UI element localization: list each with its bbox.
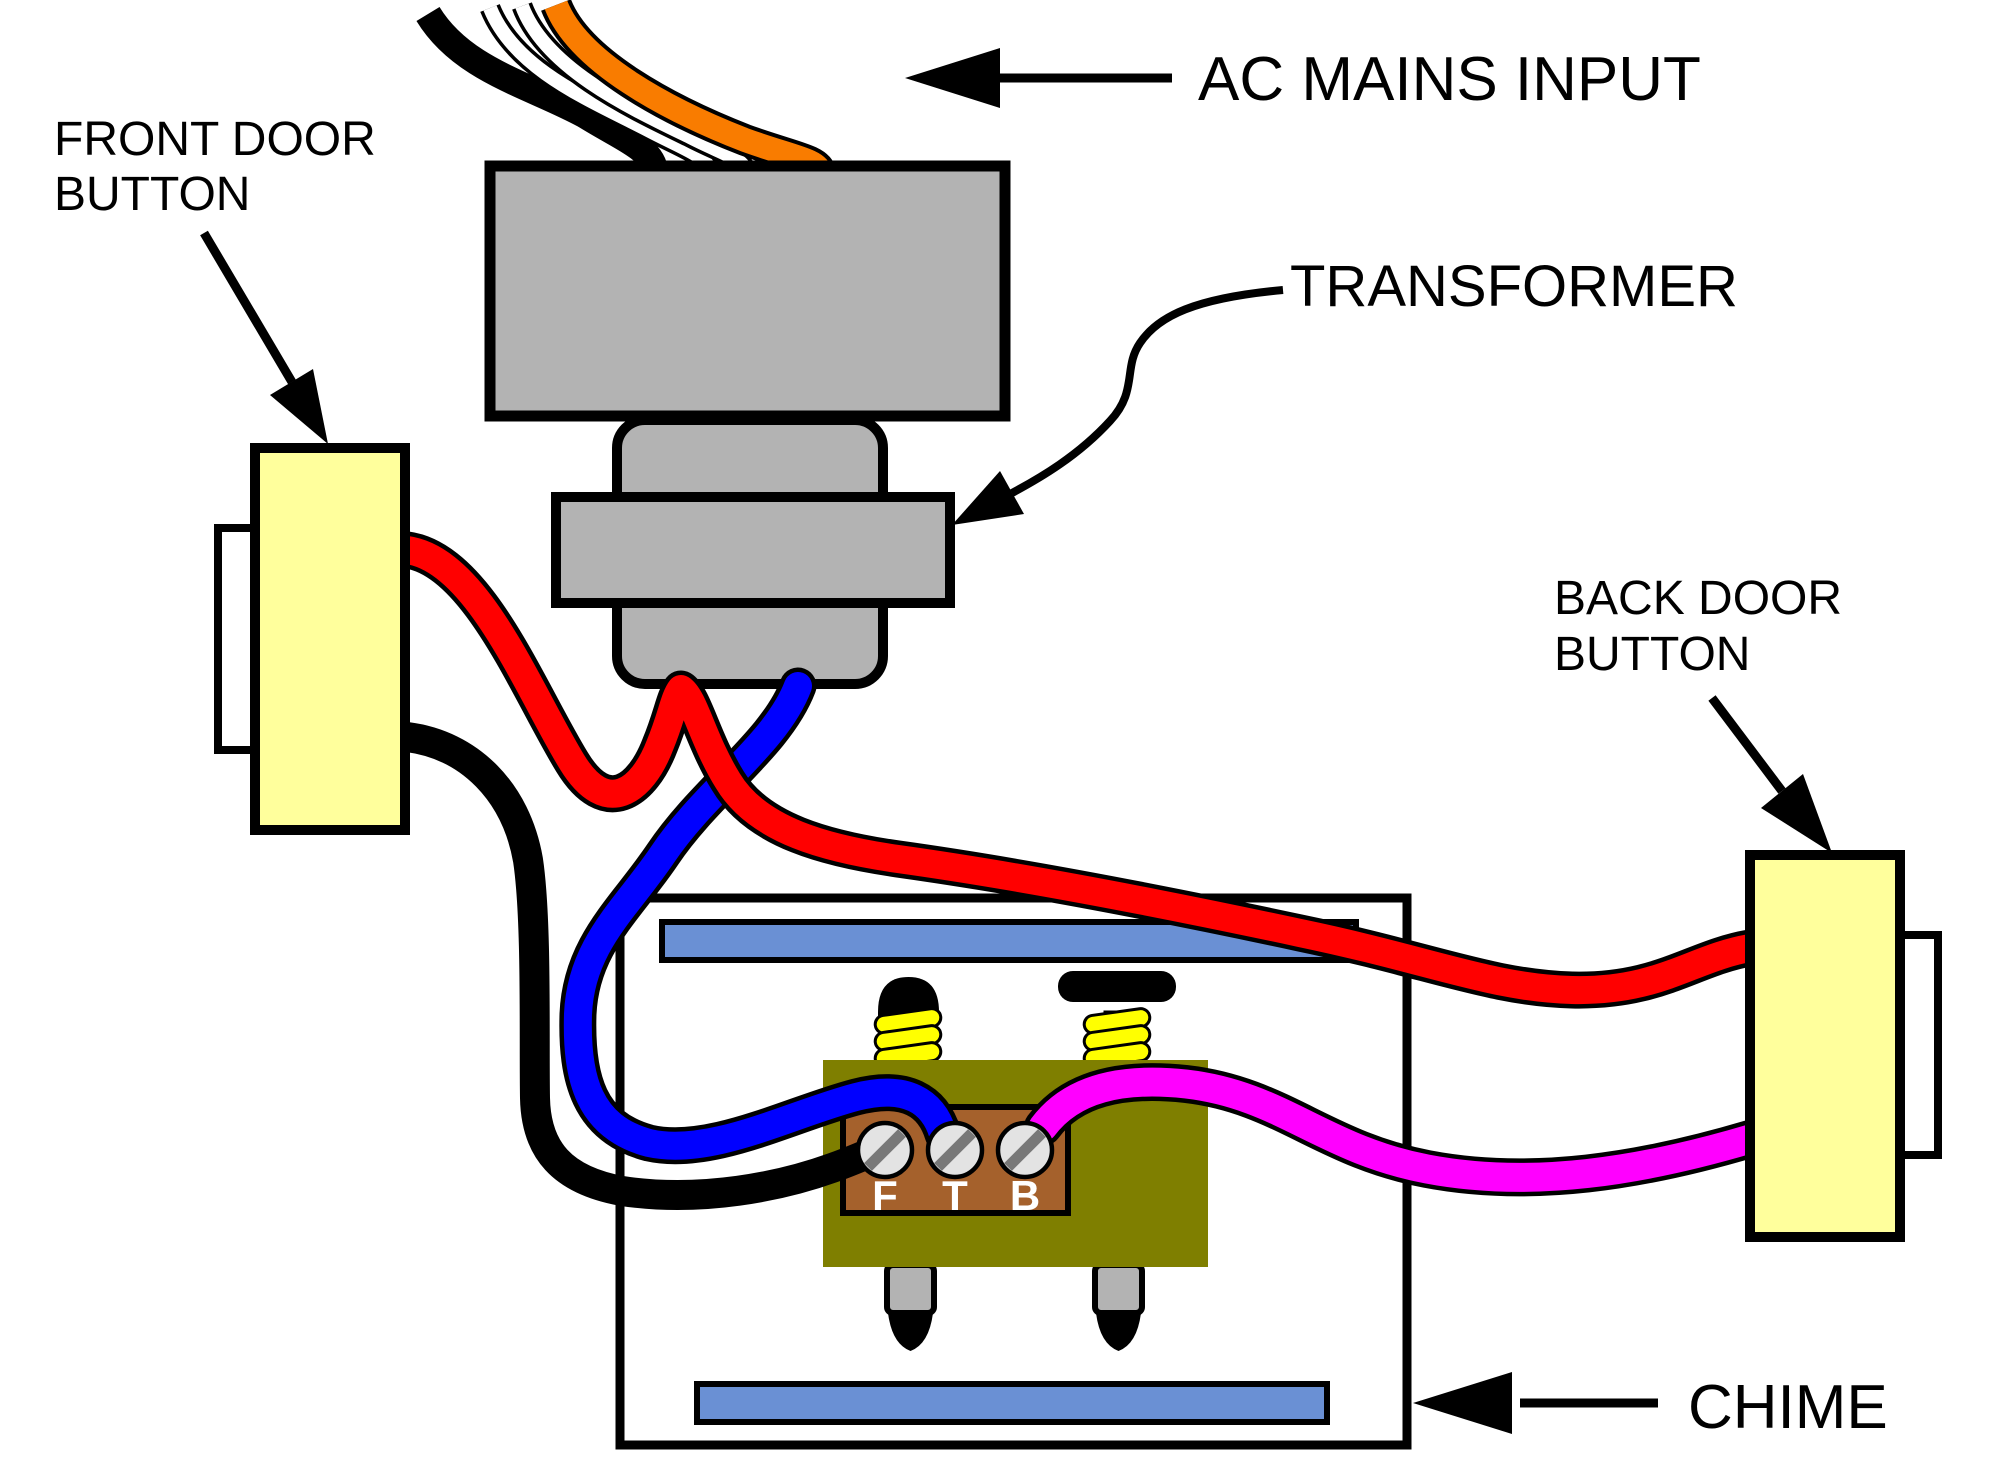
terminal-letter-B: B xyxy=(1010,1172,1040,1219)
ac-mains-label: AC MAINS INPUT xyxy=(1198,45,1701,114)
screw-F-slot xyxy=(864,1129,906,1171)
wire-black-frontbutton-to-chime xyxy=(392,722,894,1210)
back-door-label-line1: BACK DOOR xyxy=(1554,572,1842,625)
chime-arrowhead xyxy=(1413,1372,1512,1434)
mains-wire-white-2 xyxy=(515,3,753,175)
mains-wire-black xyxy=(416,6,669,176)
back-door-arrow-shaft xyxy=(1708,695,1786,794)
back-door-button-body xyxy=(1745,850,1905,1242)
callout-arrows xyxy=(200,48,1832,1434)
labels: AC MAINS INPUT TRANSFORMER FRONT DOOR BU… xyxy=(54,45,1888,1442)
back-door-arrowhead xyxy=(1761,774,1832,853)
wire-red-common xyxy=(393,536,1764,1005)
screw-T-slot xyxy=(934,1129,976,1171)
chime-spring-left xyxy=(873,1007,943,1069)
wire-blue-transformer-to-chime xyxy=(563,672,957,1160)
transformer-core-horizontal xyxy=(551,492,955,608)
screw-B-slot xyxy=(1004,1129,1046,1171)
chime-plunger-tip-left xyxy=(878,977,939,1016)
terminal-screws: F T B xyxy=(855,1120,1055,1219)
front-door-arrow-shaft xyxy=(200,230,296,385)
back-door-label-line2: BUTTON xyxy=(1554,628,1750,681)
transformer-label: TRANSFORMER xyxy=(1290,254,1738,319)
chime-label: CHIME xyxy=(1688,1373,1888,1442)
mains-wire-white-1 xyxy=(483,5,717,174)
transformer-arrowhead xyxy=(952,471,1024,525)
transformer-leader-line xyxy=(1010,286,1284,497)
chime-spring-right xyxy=(1082,1007,1152,1069)
chime-tone-bar-bottom xyxy=(694,1381,1330,1425)
wires xyxy=(388,531,1769,1210)
mains-wire-orange xyxy=(544,0,832,177)
back-door-button xyxy=(1745,850,1942,1242)
transformer xyxy=(484,160,1011,689)
terminal-letter-F: F xyxy=(872,1172,898,1219)
front-door-button-body xyxy=(250,443,410,835)
wire-magenta-backbutton-to-chime xyxy=(1028,1067,1765,1192)
ac-mains-arrowhead xyxy=(905,48,1000,108)
terminal-letter-T: T xyxy=(942,1172,968,1219)
transformer-body xyxy=(484,160,1011,422)
ac-mains-wires xyxy=(416,0,836,180)
front-door-label-line2: BUTTON xyxy=(54,168,250,221)
chime-striker-bar xyxy=(1058,971,1176,1002)
front-door-button xyxy=(214,443,410,835)
front-door-arrowhead xyxy=(270,369,328,444)
chime-prong-left xyxy=(884,1262,937,1351)
front-door-label-line1: FRONT DOOR xyxy=(54,113,376,166)
